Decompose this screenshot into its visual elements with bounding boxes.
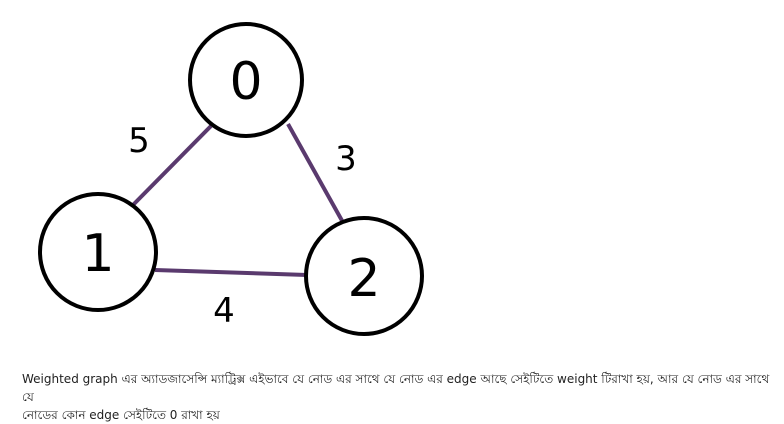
edge-0-2 (286, 123, 347, 227)
weighted-graph-diagram: 0 1 2 5 3 4 (38, 22, 424, 336)
caption: Weighted graph এর অ্যাডজাসেন্সি ম্যাট্রি… (22, 370, 778, 424)
edge-1-2 (154, 268, 308, 277)
edge-0-1 (128, 124, 213, 210)
node-0-label: 0 (229, 52, 262, 112)
caption-line-2: নোডের কোন edge সেইটিতে 0 রাখা হয় (22, 408, 220, 422)
node-2-label: 2 (347, 249, 380, 309)
node-1: 1 (38, 192, 158, 312)
node-0: 0 (188, 22, 304, 138)
node-2: 2 (304, 216, 424, 336)
caption-line-1: Weighted graph এর অ্যাডজাসেন্সি ম্যাট্রি… (22, 372, 770, 404)
node-1-label: 1 (81, 224, 114, 284)
edge-1-2-weight: 4 (213, 291, 235, 331)
edge-0-1-weight: 5 (128, 121, 150, 161)
edge-0-2-weight: 3 (335, 139, 357, 179)
